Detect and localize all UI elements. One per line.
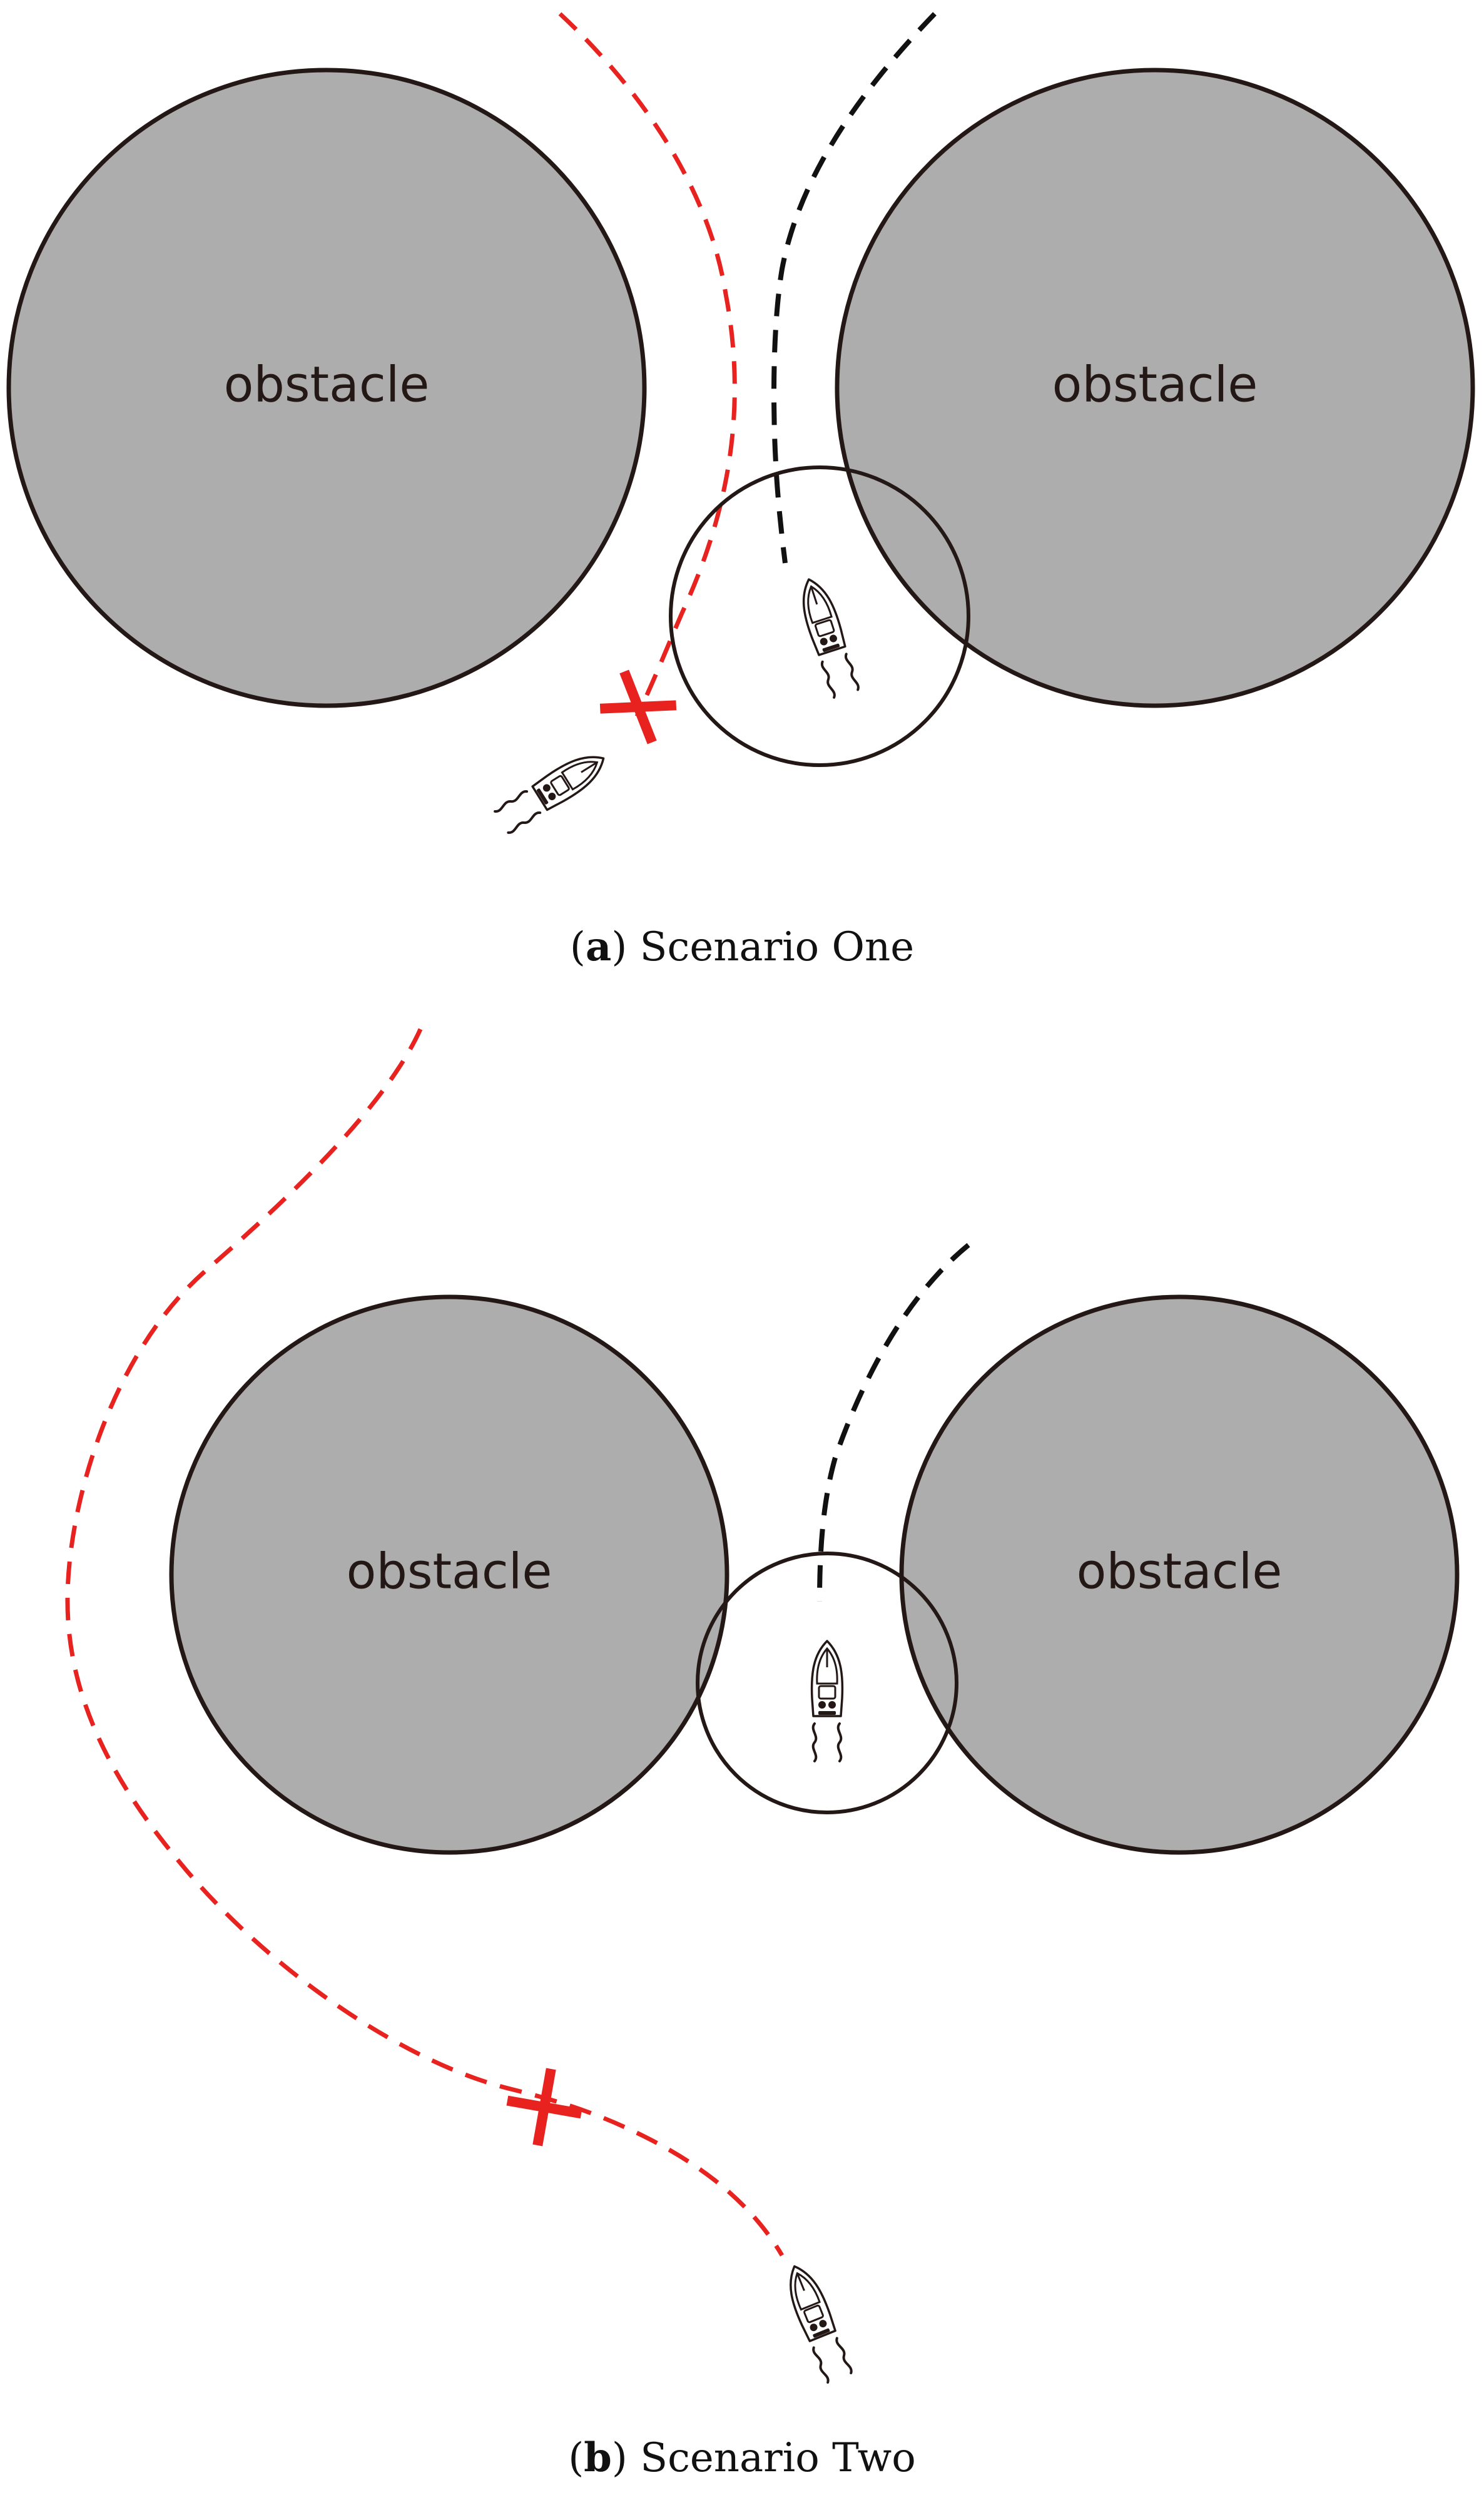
red-path-b [65, 1028, 785, 2257]
scenario-a: obstacle obstacle (a) Scenario One [6, 12, 1475, 970]
boat-icon [793, 573, 861, 699]
obstacle-label-right-b: obstacle [1077, 1543, 1283, 1600]
obstacle-left-b [169, 1294, 729, 1855]
caption-a: (a) Scenario One [570, 923, 914, 970]
caption-letter-a: a [586, 923, 611, 970]
boat-icon [810, 1640, 844, 1762]
safety-circle-a [669, 465, 970, 767]
obstacle-label-left-b: obstacle [347, 1543, 552, 1600]
obstacle-right-a [835, 68, 1475, 708]
safety-circle-b [696, 1552, 958, 1814]
collision-x-icon [506, 2068, 582, 2147]
obstacle-label-right-a: obstacle [1052, 357, 1258, 413]
obstacle-left-a [6, 68, 647, 708]
caption-text-a: Scenario One [640, 924, 914, 970]
black-path-a [771, 12, 937, 564]
caption-text-b: Scenario Two [640, 2435, 916, 2481]
obstacle-label-left-a: obstacle [224, 357, 430, 413]
caption-letter-b: b [584, 2434, 612, 2481]
boat-icon [779, 2259, 854, 2384]
collision-x-icon [599, 669, 677, 744]
red-path-a [558, 12, 737, 718]
scenario-b: obstacle obstacle (b) Scenario Two [65, 1028, 1460, 2481]
caption-b: (b) Scenario Two [568, 2434, 916, 2481]
boat-icon [492, 744, 613, 835]
black-path-b [817, 1242, 970, 1602]
